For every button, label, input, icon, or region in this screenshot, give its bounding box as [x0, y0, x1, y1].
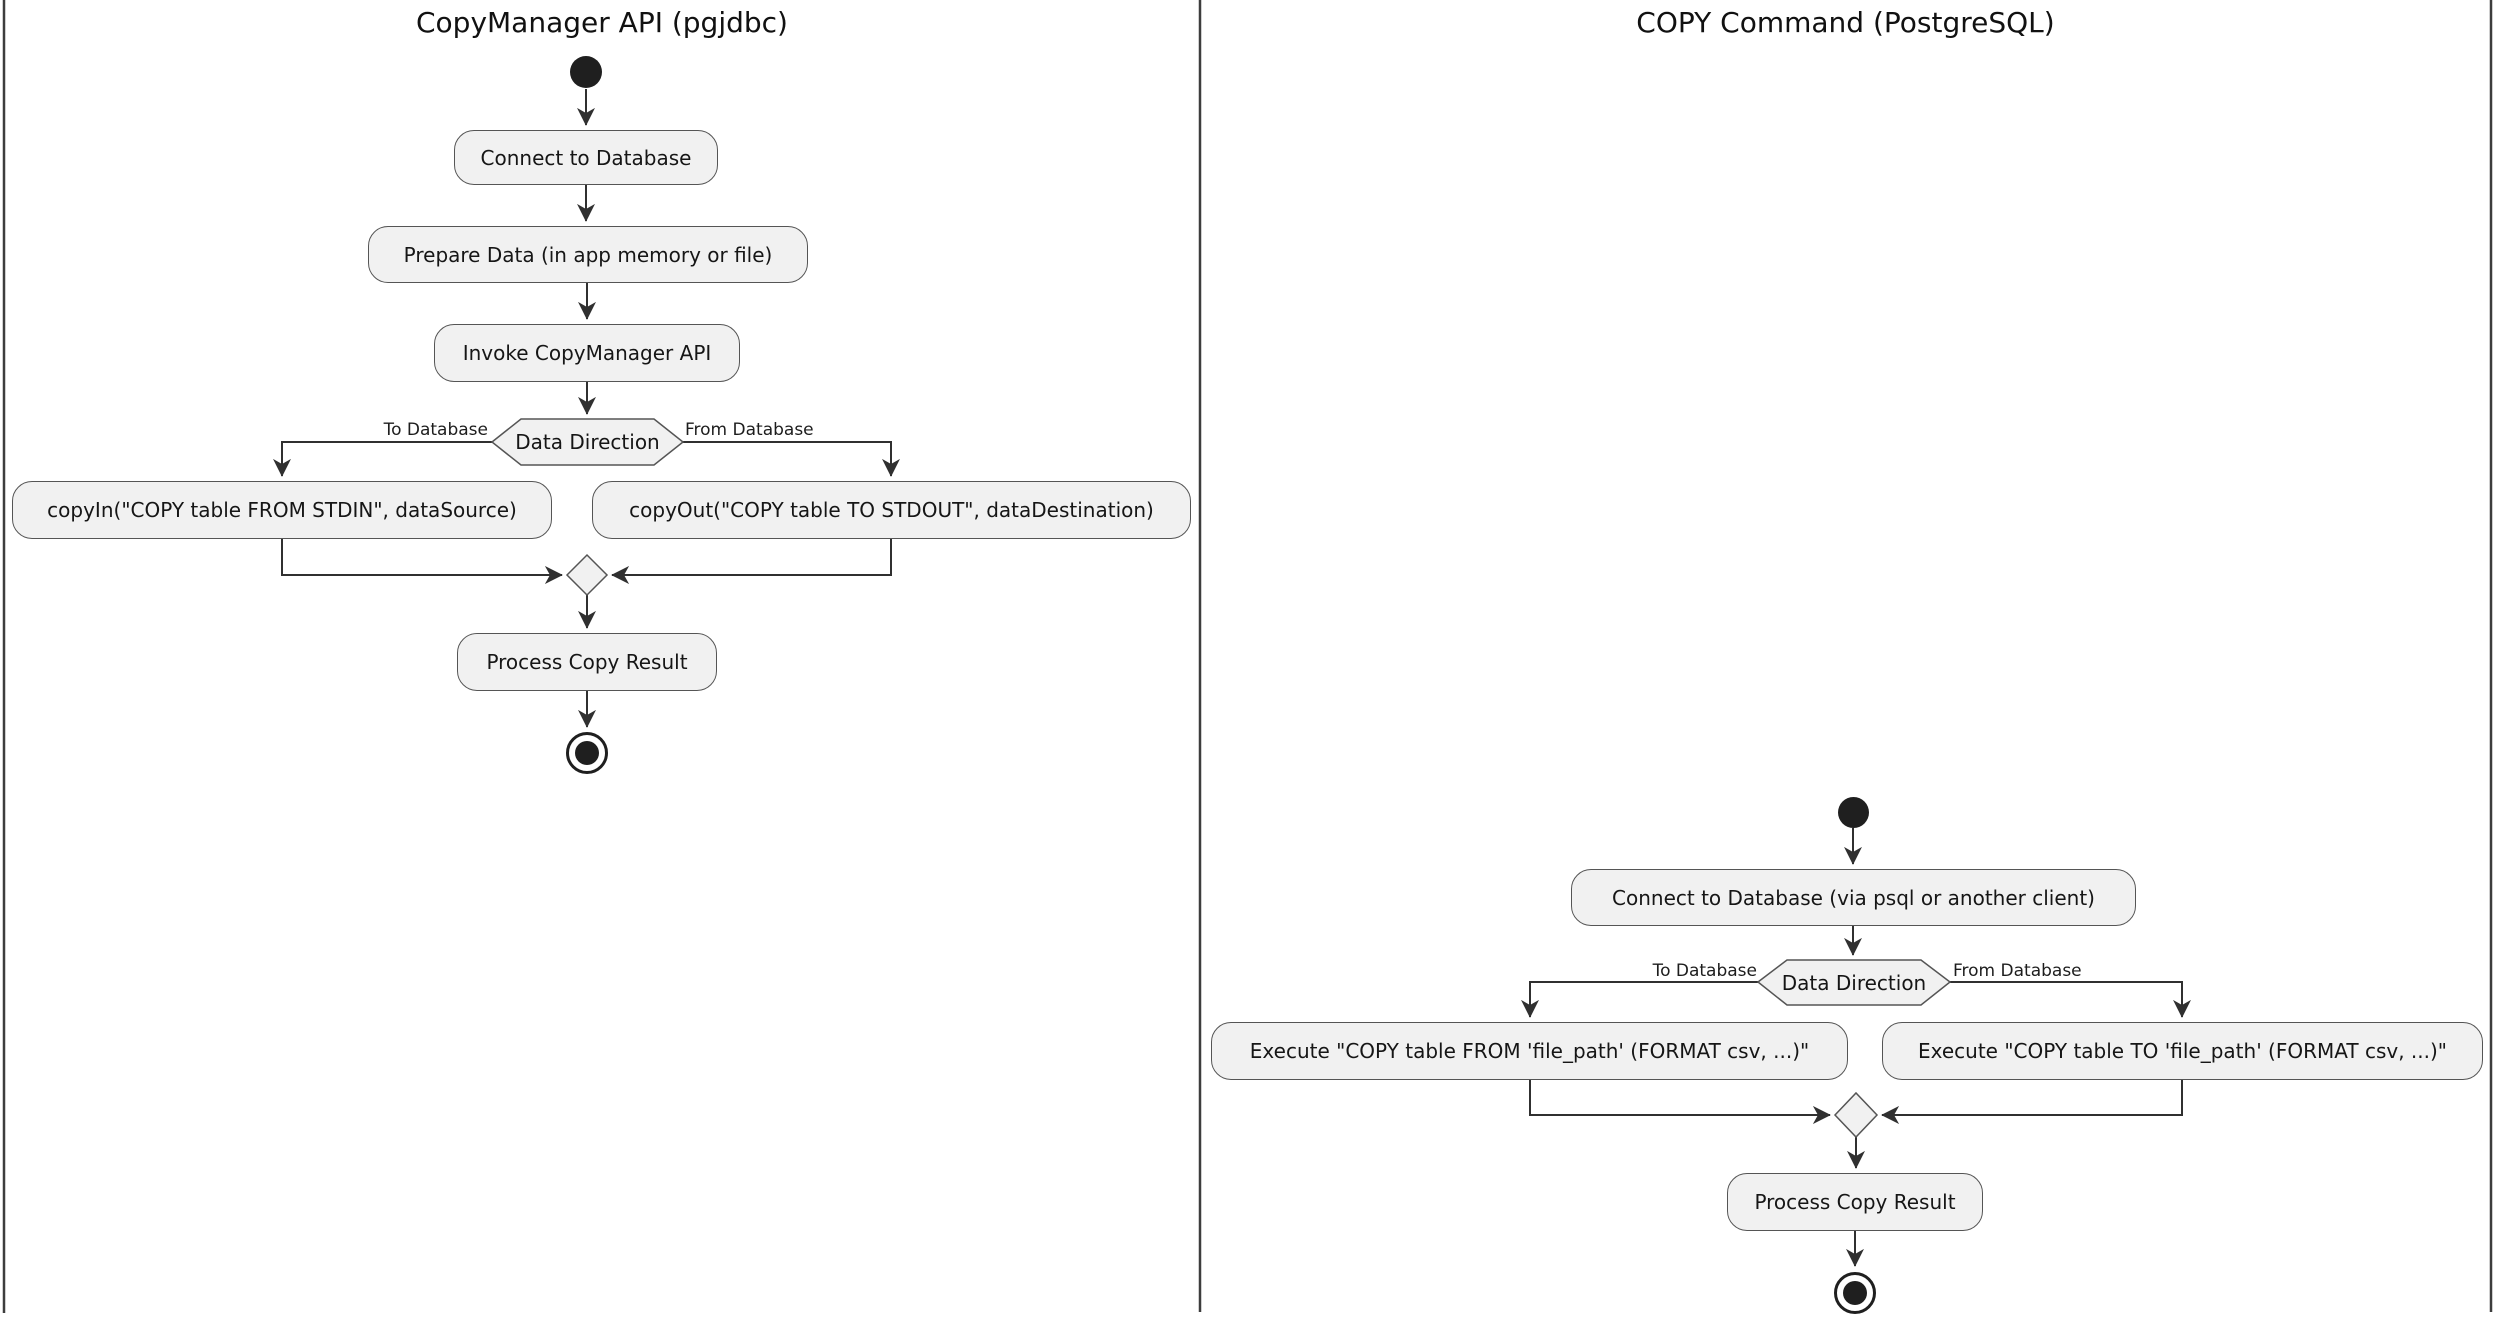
decision-hexagon-right [1756, 959, 1952, 1006]
end-node-dot [575, 741, 599, 765]
end-node-dot-right [1843, 1281, 1867, 1305]
edge-decision-to-copyto-right [1950, 981, 2191, 1018]
activity-connect-db-right: Connect to Database (via psql or another… [1571, 869, 2136, 926]
edge-copyout-to-merge [611, 539, 892, 584]
edge-decision-to-copyout [683, 441, 900, 477]
branch-label-to-database: To Database [383, 420, 488, 440]
activity-process-result: Process Copy Result [457, 633, 717, 691]
start-node-right [1838, 797, 1869, 828]
branch-label-to-database-right: To Database [1652, 961, 1757, 981]
start-node [570, 56, 602, 88]
activity-copy-from: Execute "COPY table FROM 'file_path' (FO… [1211, 1022, 1848, 1080]
activity-connect-db: Connect to Database [454, 130, 718, 185]
decision-label-right: Data Direction [1781, 970, 1927, 995]
activity-copy-to: Execute "COPY table TO 'file_path' (FORM… [1882, 1022, 2483, 1080]
branch-label-from-database: From Database [685, 420, 814, 440]
merge-diamond [565, 553, 609, 597]
lane-title-pgjdbc: CopyManager API (pgjdbc) [416, 6, 788, 39]
activity-copyout: copyOut("COPY table TO STDOUT", dataDest… [592, 481, 1191, 539]
edge-decision-to-copyin [273, 441, 492, 477]
branch-label-from-database-right: From Database [1953, 961, 2082, 981]
edge-decision-to-copyfrom-right [1521, 981, 1758, 1018]
lane-title-postgresql: COPY Command (PostgreSQL) [1636, 6, 2055, 39]
edge-copyfrom-to-merge-right [1529, 1080, 1831, 1124]
activity-prepare-data: Prepare Data (in app memory or file) [368, 226, 808, 283]
activity-invoke-copymanager: Invoke CopyManager API [434, 324, 740, 382]
decision-label: Data Direction [515, 430, 660, 454]
activity-process-result-right: Process Copy Result [1727, 1173, 1983, 1231]
edge-copyin-to-merge [281, 539, 563, 584]
decision-hexagon [490, 418, 685, 466]
merge-diamond-right [1833, 1091, 1879, 1139]
edge-copyto-to-merge-right [1881, 1080, 2183, 1124]
activity-copyin: copyIn("COPY table FROM STDIN", dataSour… [12, 481, 552, 539]
